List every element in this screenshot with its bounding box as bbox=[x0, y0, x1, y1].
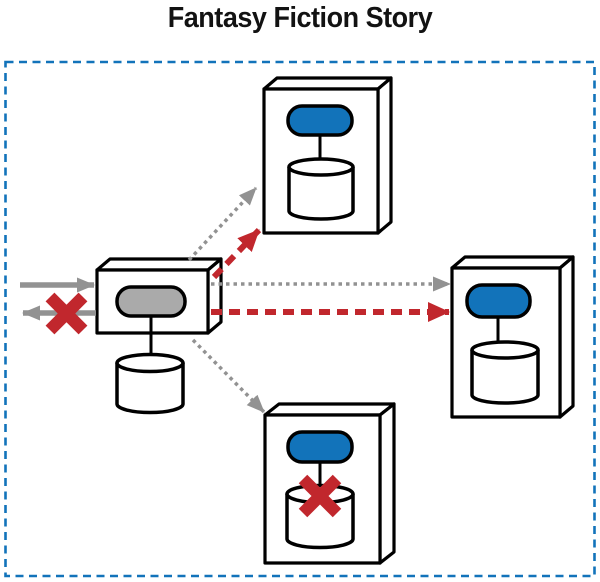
server-box-icon bbox=[95, 257, 223, 272]
diagram-title: Fantasy Fiction Story bbox=[167, 2, 433, 34]
database-cylinder-icon bbox=[470, 350, 540, 405]
diagram-boundary bbox=[4, 60, 596, 578]
server-box-icon bbox=[450, 255, 575, 270]
process-pill-icon bbox=[115, 285, 187, 318]
replication-arrow-red-top bbox=[211, 227, 262, 280]
replica-node-bottom bbox=[263, 402, 396, 565]
process-pill-icon bbox=[286, 430, 354, 464]
replica-node-top bbox=[262, 76, 393, 235]
server-box-icon bbox=[378, 402, 396, 565]
process-pill-icon bbox=[465, 283, 532, 319]
blocked-response-x-icon bbox=[45, 292, 88, 335]
leader-node bbox=[95, 257, 223, 415]
server-box-icon bbox=[262, 76, 393, 91]
database-cylinder-icon bbox=[115, 352, 185, 374]
database-cylinder-icon bbox=[115, 363, 185, 415]
database-cylinder-icon bbox=[287, 157, 355, 177]
database-cylinder-icon bbox=[287, 167, 355, 221]
failed-disk-x-icon bbox=[298, 474, 342, 518]
server-box-icon bbox=[376, 76, 393, 235]
server-box-icon bbox=[558, 255, 575, 419]
server-box-icon bbox=[263, 402, 396, 417]
replica-node-right bbox=[450, 255, 575, 419]
process-pill-icon bbox=[286, 104, 354, 137]
replication-arrow-gray-bottom bbox=[191, 338, 266, 414]
database-cylinder-icon bbox=[470, 340, 540, 360]
replication-arrow-gray-top bbox=[187, 186, 258, 262]
